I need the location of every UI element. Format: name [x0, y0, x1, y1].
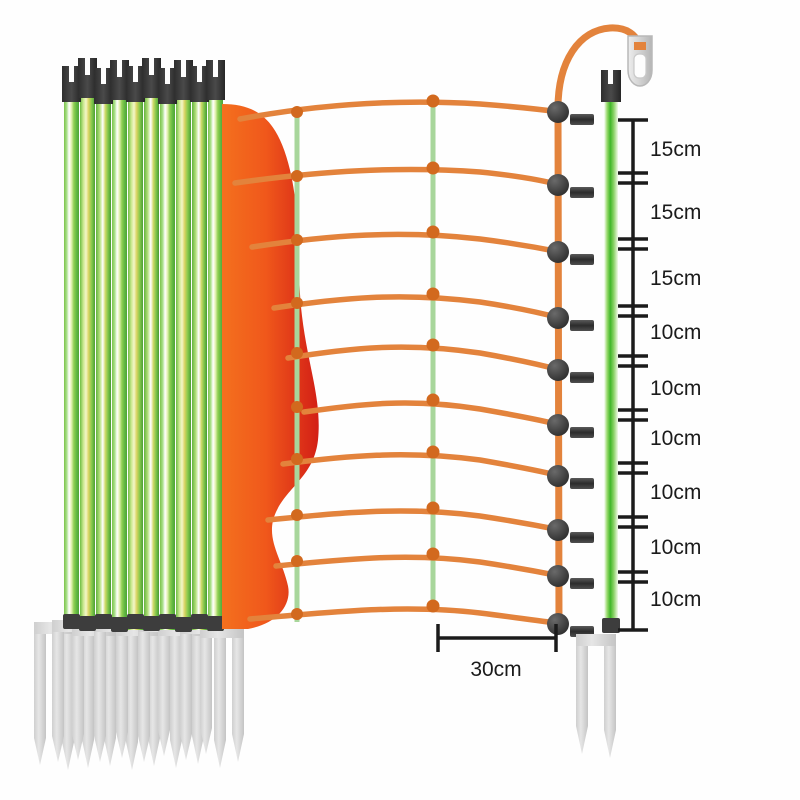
wire-clip — [570, 578, 594, 589]
wire-row-3 — [249, 231, 563, 255]
vertical-scale-labels: 15cm 15cm 15cm 10cm 10cm 10cm 10cm 10cm … — [650, 138, 701, 611]
wire-clip — [570, 254, 594, 265]
terminal-node — [547, 613, 569, 635]
net-junction-nodes — [291, 94, 440, 620]
scale-label-3: 15cm — [650, 267, 701, 290]
standing-post — [604, 88, 618, 628]
terminal-node-group — [547, 101, 569, 635]
wire-clip — [570, 532, 594, 543]
scale-label-7: 10cm — [650, 481, 701, 504]
horizontal-scale-label: 30cm — [470, 658, 521, 681]
scale-label-4: 10cm — [650, 321, 701, 344]
scale-label-5: 10cm — [650, 377, 701, 400]
wire-row-8 — [265, 508, 563, 533]
wire-row-7 — [280, 452, 563, 479]
post-tip-group — [62, 58, 225, 104]
standing-post-tip — [601, 70, 621, 102]
standing-post-collar — [602, 618, 620, 633]
terminal-node — [547, 565, 569, 587]
wire-row-6 — [301, 400, 563, 428]
scale-label-2: 15cm — [650, 201, 701, 224]
scale-label-8: 10cm — [650, 536, 701, 559]
scale-label-6: 10cm — [650, 427, 701, 450]
terminal-node — [547, 241, 569, 263]
wire-row-5 — [285, 344, 563, 373]
wire-row-10 — [247, 606, 569, 627]
terminal-node — [547, 307, 569, 329]
wire-clip — [570, 478, 594, 489]
scale-label-1: 15cm — [650, 138, 701, 161]
terminal-node — [547, 519, 569, 541]
standing-post-spike — [576, 634, 616, 758]
scale-label-9: 10cm — [650, 588, 701, 611]
terminal-node — [547, 101, 569, 123]
terminal-node — [547, 359, 569, 381]
terminal-node — [547, 465, 569, 487]
wire-row-4 — [271, 294, 563, 321]
net-vertical-strands — [294, 99, 436, 622]
post-bundle — [62, 58, 225, 632]
horizontal-dimension-scale — [436, 624, 558, 652]
post-collar-group — [63, 614, 224, 632]
wire-clip-group — [570, 114, 594, 637]
wire-clip — [570, 320, 594, 331]
wire-end-hook-icon — [627, 35, 653, 87]
terminal-node — [547, 174, 569, 196]
terminal-node — [547, 414, 569, 436]
wire-row-9 — [273, 554, 563, 579]
net-horizontal-wires — [232, 99, 569, 627]
vertical-dimension-scale — [618, 118, 648, 632]
wire-clip — [570, 114, 594, 125]
wire-clip — [570, 427, 594, 438]
wire-clip — [570, 372, 594, 383]
wire-clip — [570, 187, 594, 198]
